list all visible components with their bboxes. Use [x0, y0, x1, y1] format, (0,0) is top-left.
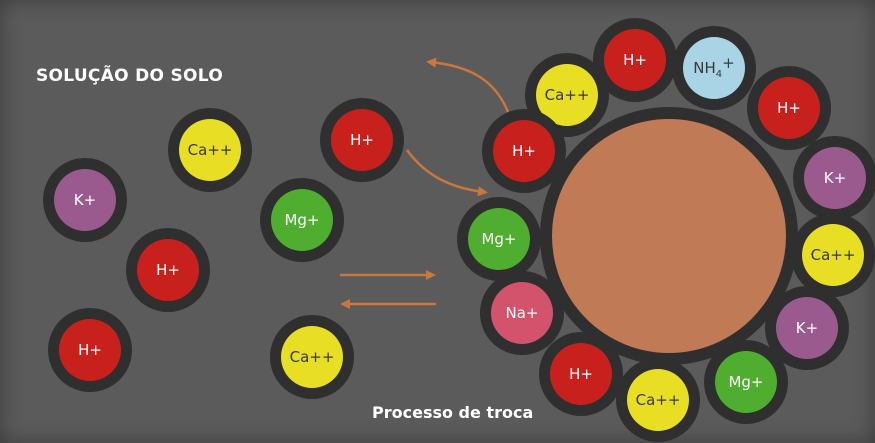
ion-label: Ca++	[811, 246, 856, 264]
ion-label: H+	[78, 341, 102, 359]
soil-colloid	[540, 107, 798, 365]
ion-label: H+	[350, 131, 374, 149]
adsorption-arrow	[405, 149, 488, 197]
ion-label: H+	[623, 51, 647, 69]
ion-label: H+	[777, 99, 801, 117]
ion-label: H+	[512, 142, 536, 160]
ion-label: Mg+	[481, 230, 516, 248]
adsorbed-ion-caplusplus: Ca++	[791, 213, 875, 297]
adsorbed-ion-naplus: Na+	[480, 271, 564, 355]
adsorbed-ion-hplus: H+	[539, 332, 623, 416]
ions-layer: Ca++ H+ K+ Mg+ H+ H+ Ca++ H+ NH4+ H+ Ca++ H+ K+ Mg+ Ca…	[43, 18, 875, 442]
ion-label: Ca++	[290, 348, 335, 366]
solution-ion-kplus: K+	[43, 158, 127, 242]
ion-label: Mg+	[728, 373, 763, 391]
adsorbed-ion-kplus: K+	[765, 286, 849, 370]
ion-label: Ca++	[545, 86, 590, 104]
adsorbed-ion-mgplus: Mg+	[704, 340, 788, 424]
solution-ion-caplusplus: Ca++	[168, 108, 252, 192]
ion-label: Ca++	[636, 391, 681, 409]
ion-label: Ca++	[188, 141, 233, 159]
solution-ion-hplus: H+	[48, 308, 132, 392]
ion-label: Na+	[506, 304, 539, 322]
adsorbed-ion-caplusplus: Ca++	[616, 358, 700, 442]
adsorbed-ion-kplus: K+	[793, 136, 875, 220]
solution-ion-hplus: H+	[320, 98, 404, 182]
ion-label: Mg+	[284, 211, 319, 229]
release-arrow	[426, 57, 510, 113]
ion-label: K+	[824, 169, 846, 187]
solution-ion-caplusplus: Ca++	[270, 315, 354, 399]
ion-label: H+	[156, 261, 180, 279]
adsorbed-ion-nh4plus: NH4+	[672, 26, 756, 110]
soil-solution-title: SOLUÇÃO DO SOLO	[36, 66, 224, 86]
adsorbed-ion-hplus: H+	[482, 109, 566, 193]
adsorbed-ion-hplus: H+	[593, 18, 677, 102]
solution-ion-hplus: H+	[126, 228, 210, 312]
ion-label: K+	[796, 319, 818, 337]
soil-colloid-particle	[552, 119, 786, 353]
adsorbed-ion-hplus: H+	[747, 66, 831, 150]
exchange-process-caption: Processo de troca	[372, 403, 534, 422]
adsorbed-ion-mgplus: Mg+	[457, 197, 541, 281]
exchange-arrows	[340, 57, 510, 309]
ion-label: NH4+	[693, 54, 734, 80]
ion-label: H+	[569, 365, 593, 383]
ion-label: K+	[74, 191, 96, 209]
solution-ion-mgplus: Mg+	[260, 178, 344, 262]
